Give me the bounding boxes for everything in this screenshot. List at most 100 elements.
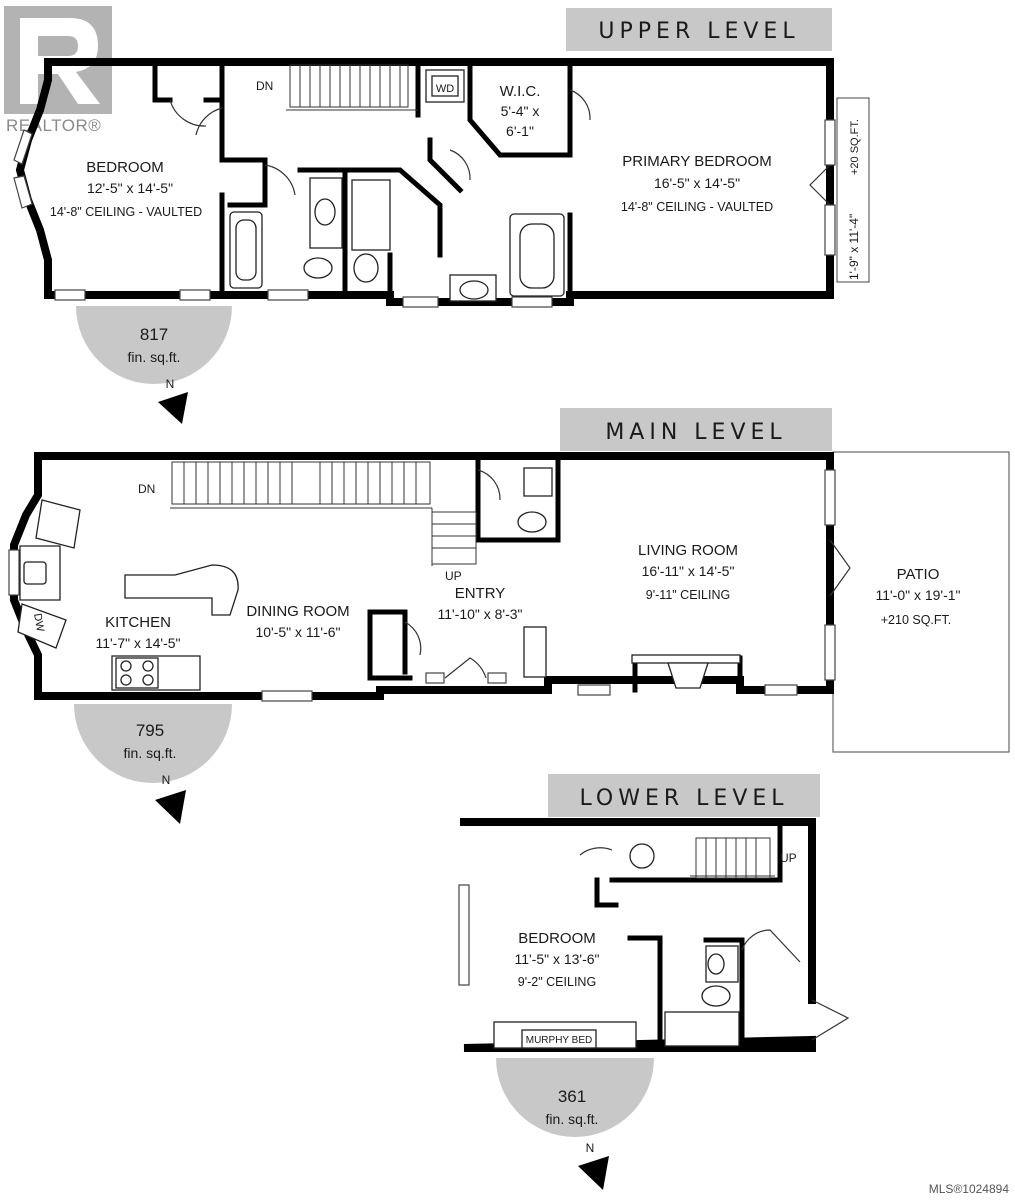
lower-outer-walls bbox=[460, 818, 816, 1052]
living-room-dims: 16'-11" x 14'-5" bbox=[642, 563, 735, 579]
window bbox=[267, 289, 309, 301]
fridge bbox=[35, 499, 81, 549]
patio-door-swing bbox=[829, 539, 851, 597]
upper-deck-area: +20 SQ.FT. bbox=[849, 119, 861, 175]
upper-wall bbox=[467, 59, 573, 158]
window bbox=[13, 129, 33, 165]
lower-bedroom-dims: 11'-5" x 13'-6" bbox=[514, 951, 599, 967]
lower-level-title: LOWER LEVEL bbox=[579, 786, 788, 811]
lower-level-banner bbox=[548, 774, 820, 817]
window bbox=[425, 672, 445, 684]
wic-dims-line1: 5'-4" x bbox=[501, 103, 540, 119]
primary-bedroom-dims: 16'-5" x 14'-5" bbox=[654, 175, 740, 191]
upper-sqft-value: 817 bbox=[140, 325, 168, 344]
dining-room-name: DINING ROOM bbox=[246, 603, 349, 620]
patio-name: PATIO bbox=[897, 566, 940, 583]
primary-bedroom-name: PRIMARY BEDROOM bbox=[622, 153, 771, 170]
door-swing bbox=[741, 929, 801, 963]
main-level-title: MAIN LEVEL bbox=[605, 420, 786, 445]
mls-number: MLS®1024894 bbox=[928, 1182, 1009, 1196]
window bbox=[824, 119, 836, 166]
upper-stairs bbox=[286, 64, 418, 111]
sink bbox=[314, 198, 336, 226]
main-wall bbox=[367, 609, 413, 681]
lower-north-label: N bbox=[586, 1141, 595, 1155]
powder-sink bbox=[523, 467, 553, 497]
door-swing bbox=[809, 164, 831, 206]
stove-burner bbox=[120, 674, 132, 686]
living-room-name: LIVING ROOM bbox=[638, 542, 738, 559]
door-swing bbox=[404, 621, 422, 656]
lower-shower bbox=[664, 1011, 740, 1047]
lower-level: LOWER LEVEL UP MURPHY BED bbox=[458, 774, 850, 1190]
living-room-ceiling: 9'-11" CEILING bbox=[646, 588, 730, 602]
shower bbox=[351, 179, 391, 251]
main-wall bbox=[475, 453, 561, 543]
window bbox=[824, 204, 836, 256]
kitchen-island bbox=[124, 564, 239, 616]
lower-wall bbox=[627, 935, 663, 1051]
dishwasher bbox=[17, 603, 67, 649]
window bbox=[13, 175, 33, 209]
fireplace-icon bbox=[667, 662, 709, 689]
bathtub-basin bbox=[235, 219, 257, 281]
door-swing bbox=[477, 469, 501, 501]
wic-dims-line2: 6'-1" bbox=[506, 123, 534, 139]
main-sqft-badge bbox=[74, 704, 232, 783]
upper-outer-walls bbox=[15, 58, 834, 306]
sink bbox=[459, 280, 489, 300]
window bbox=[458, 884, 470, 986]
primary-bedroom-ceiling: 14'-8" CEILING - VAULTED bbox=[621, 200, 773, 214]
kitchen-sink bbox=[23, 561, 47, 585]
lower-sqft-value: 361 bbox=[558, 1087, 586, 1106]
main-stairs bbox=[170, 461, 477, 566]
lower-wall bbox=[703, 937, 745, 1051]
main-sqft-unit: fin. sq.ft. bbox=[124, 745, 177, 761]
upper-level-title: UPPER LEVEL bbox=[598, 19, 799, 44]
dishwasher-label: DW bbox=[31, 612, 46, 633]
stove-burner bbox=[142, 674, 154, 686]
window bbox=[8, 549, 20, 596]
north-arrow-icon bbox=[158, 392, 188, 424]
main-wall bbox=[367, 609, 408, 675]
fireplace-hearth bbox=[631, 654, 741, 664]
window bbox=[54, 289, 86, 301]
lower-sqft-unit: fin. sq.ft. bbox=[546, 1111, 599, 1127]
door-swing bbox=[579, 847, 613, 856]
door-swing bbox=[169, 99, 207, 127]
window bbox=[487, 672, 507, 684]
door-swing bbox=[264, 164, 296, 196]
kitchen-name: KITCHEN bbox=[105, 614, 171, 631]
patio-dims: 11'-0" x 19'-1" bbox=[875, 587, 960, 603]
bathtub-basin bbox=[519, 223, 555, 289]
lower-sink bbox=[707, 953, 725, 975]
upper-deck bbox=[836, 97, 870, 283]
lower-wall bbox=[594, 877, 619, 908]
upper-sqft-unit: fin. sq.ft. bbox=[128, 349, 181, 365]
north-arrow-icon bbox=[155, 790, 186, 824]
entry-name: ENTRY bbox=[455, 585, 506, 602]
upper-bedroom-name: BEDROOM bbox=[86, 159, 164, 176]
lower-stairs-up-label: UP bbox=[780, 851, 797, 865]
window bbox=[824, 624, 836, 681]
window bbox=[577, 684, 611, 696]
stove-burner bbox=[120, 660, 132, 672]
window bbox=[402, 296, 439, 308]
toilet bbox=[353, 253, 379, 283]
stove-burner bbox=[142, 660, 154, 672]
door-swing bbox=[569, 89, 591, 121]
main-stairs-down-label: DN bbox=[138, 482, 155, 496]
upper-wall bbox=[152, 59, 173, 103]
window bbox=[824, 469, 836, 526]
powder-toilet bbox=[517, 511, 547, 533]
upper-wall bbox=[297, 167, 443, 258]
upper-wall bbox=[219, 157, 268, 208]
door-swing bbox=[449, 149, 471, 181]
main-sqft-value: 795 bbox=[136, 721, 164, 740]
window bbox=[179, 289, 211, 301]
lower-wall bbox=[609, 819, 783, 883]
washer-dryer-label: WD bbox=[436, 83, 454, 95]
entry-door-swing bbox=[444, 657, 487, 679]
main-stairs-up-label: UP bbox=[445, 569, 462, 583]
upper-deck-dims: 1'-9" x 11'-4" bbox=[847, 214, 861, 280]
